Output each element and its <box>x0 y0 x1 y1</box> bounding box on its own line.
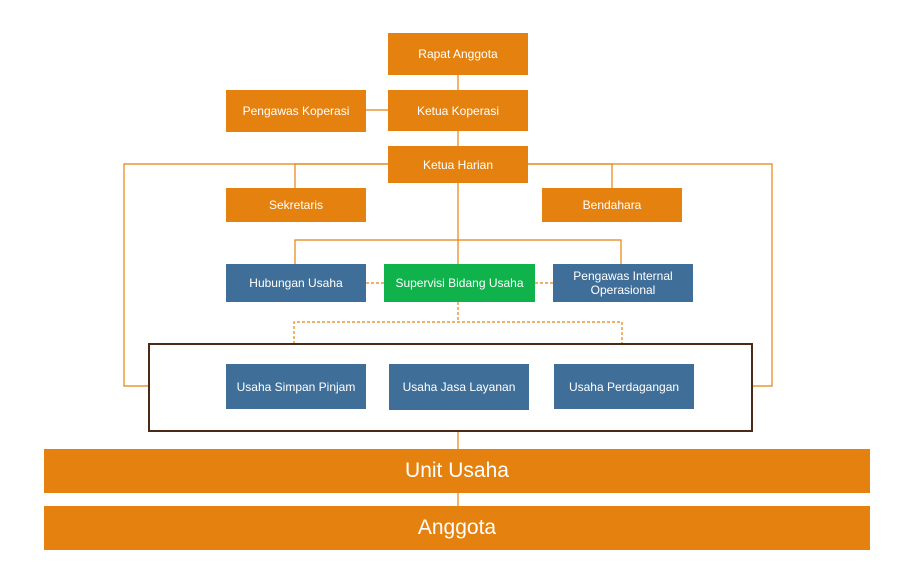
pengawas-koperasi-label: Pengawas Koperasi <box>242 104 350 118</box>
usaha-perdagangan-label: Usaha Perdagangan <box>568 379 680 394</box>
connector-sekretaris <box>294 163 388 188</box>
ketua-harian-box: Ketua Harian <box>388 146 528 183</box>
connector-bendahara <box>528 163 613 188</box>
bendahara-box: Bendahara <box>542 188 682 222</box>
pengawas-internal-operasional-box: Pengawas Internal Operasional <box>553 264 693 302</box>
usaha-simpan-pinjam-box: Usaha Simpan Pinjam <box>226 364 366 409</box>
usaha-jasa-layanan-box: Usaha Jasa Layanan <box>389 364 529 410</box>
connector-right-loop <box>528 163 773 387</box>
unit-usaha-band: Unit Usaha <box>44 449 870 493</box>
usaha-perdagangan-box: Usaha Perdagangan <box>554 364 694 409</box>
ketua-koperasi-label: Ketua Koperasi <box>416 103 500 118</box>
hubungan-usaha-box: Hubungan Usaha <box>226 264 366 302</box>
sekretaris-box: Sekretaris <box>226 188 366 222</box>
pengawas-koperasi-box: Pengawas Koperasi <box>226 90 366 132</box>
connector-second-tier <box>294 239 622 264</box>
anggota-band: Anggota <box>44 506 870 550</box>
connector-left-loop <box>123 163 388 387</box>
pengawas-internal-operasional-label: Pengawas Internal Operasional <box>573 269 673 297</box>
usaha-jasa-layanan-label: Usaha Jasa Layanan <box>402 380 516 394</box>
anggota-label: Anggota <box>417 516 497 539</box>
ketua-koperasi-box: Ketua Koperasi <box>388 90 528 131</box>
dashed-connector-units <box>293 321 623 344</box>
ketua-harian-label: Ketua Harian <box>422 157 494 172</box>
rapat-anggota-label: Rapat Anggota <box>418 47 498 61</box>
hubungan-usaha-label: Hubungan Usaha <box>249 276 343 290</box>
business-units-frame <box>148 343 753 432</box>
bendahara-label: Bendahara <box>582 198 642 212</box>
usaha-simpan-pinjam-label: Usaha Simpan Pinjam <box>236 379 356 394</box>
unit-usaha-label: Unit Usaha <box>405 459 509 482</box>
rapat-anggota-box: Rapat Anggota <box>388 33 528 75</box>
supervisi-bidang-usaha-box: Supervisi Bidang Usaha <box>384 264 535 302</box>
sekretaris-label: Sekretaris <box>268 198 324 212</box>
supervisi-bidang-usaha-label: Supervisi Bidang Usaha <box>395 276 524 290</box>
